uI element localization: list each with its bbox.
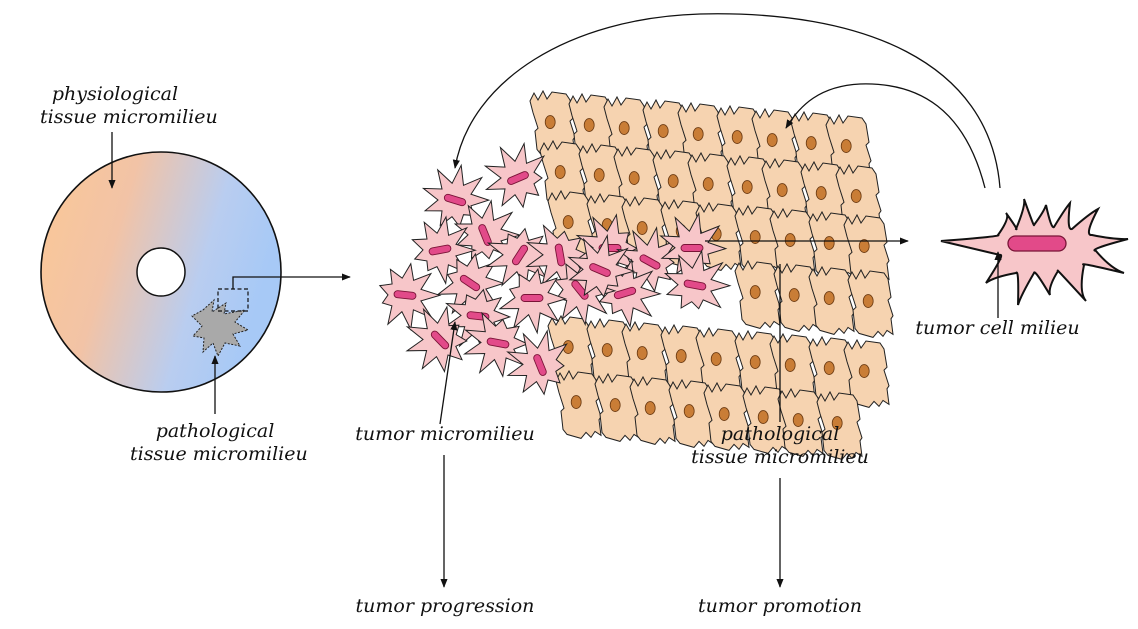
tumor-cell-nucleus <box>680 244 704 252</box>
label-tumor-promotion: tumor promotion <box>680 595 880 618</box>
cell-nucleus <box>749 355 761 369</box>
label-physiological: physiological tissue micromilieu <box>40 83 218 129</box>
label-tumor-micromilieu: tumor micromilieu <box>340 423 550 446</box>
cell-nucleus <box>862 294 874 308</box>
tumor-cell-nucleus <box>507 171 529 185</box>
tumor-cell-nucleus <box>639 254 661 270</box>
label-pathological-center-line1: pathological <box>720 423 840 445</box>
tumor-cell-nucleus <box>1007 235 1067 252</box>
cell-nucleus <box>805 136 817 150</box>
tumor-cell-nucleus <box>443 193 467 207</box>
tumor-cell-nucleus <box>533 354 547 376</box>
label-pathological-left-line2: tissue micromilieu <box>130 443 308 465</box>
cell-nucleus <box>776 183 788 197</box>
label-physiological-line2: tissue micromilieu <box>40 106 218 128</box>
cell-nucleus <box>562 215 574 229</box>
label-pathological-left-line1: pathological <box>155 420 275 442</box>
label-pathological-center: pathological tissue micromilieu <box>690 423 870 469</box>
cell-nucleus <box>741 180 753 194</box>
tumor-cell <box>663 249 732 310</box>
cell-nucleus <box>544 115 556 129</box>
cell-nucleus <box>850 189 862 203</box>
cell-nucleus <box>618 121 630 135</box>
arrow-arc-outer <box>452 13 1001 189</box>
cell-nucleus <box>657 124 669 138</box>
cell-nucleus <box>667 174 679 188</box>
cell-nucleus <box>601 343 613 357</box>
cell-nucleus <box>749 285 761 299</box>
cell-nucleus <box>858 364 870 378</box>
cell-nucleus <box>823 291 835 305</box>
tumor-cell-nucleus <box>459 274 481 292</box>
cell-nucleus <box>792 413 804 427</box>
label-physiological-line1: physiological <box>51 83 179 105</box>
cell-nucleus <box>823 361 835 375</box>
cell-nucleus <box>628 171 640 185</box>
label-tumor-promotion-text: tumor promotion <box>698 595 862 617</box>
tumor-cell-nucleus <box>613 286 637 300</box>
cell-nucleus <box>784 358 796 372</box>
tumor-cell-nucleus <box>683 279 707 291</box>
label-tumor-cell-milieu-text: tumor cell milieu <box>915 317 1080 339</box>
cell-nucleus <box>788 288 800 302</box>
cell-nucleus <box>731 130 743 144</box>
cell-nucleus <box>570 395 582 409</box>
cell-nucleus <box>636 221 648 235</box>
cell-nucleus <box>766 133 778 147</box>
label-tumor-progression: tumor progression <box>335 595 555 618</box>
tumor-cell-cluster <box>378 141 732 396</box>
pathological-lesion <box>191 298 250 358</box>
cell-nucleus <box>583 118 595 132</box>
cell-nucleus <box>609 398 621 412</box>
cell-nucleus <box>554 165 566 179</box>
label-tumor-cell-milieu: tumor cell milieu <box>900 317 1095 340</box>
cell-nucleus <box>636 346 648 360</box>
cell-nucleus <box>675 349 687 363</box>
tumor-cell-nucleus <box>554 243 566 267</box>
cell-nucleus <box>840 139 852 153</box>
tissue-disc <box>40 151 282 393</box>
cell-nucleus <box>683 404 695 418</box>
tumor-cell-nucleus <box>486 337 510 349</box>
cell-nucleus <box>784 233 796 247</box>
cell-nucleus <box>692 127 704 141</box>
label-tumor-progression-text: tumor progression <box>355 595 535 617</box>
cell-nucleus <box>749 230 761 244</box>
label-tumor-micromilieu-text: tumor micromilieu <box>355 423 535 445</box>
tumor-cell <box>567 233 636 298</box>
arrow-zoom <box>232 273 351 289</box>
cell-nucleus <box>710 352 722 366</box>
tumor-cell-nucleus <box>393 290 417 300</box>
label-pathological-center-line2: tissue micromilieu <box>691 446 869 468</box>
tumor-cell-nucleus <box>428 244 452 256</box>
cell-nucleus <box>718 407 730 421</box>
arrow-arc-inner <box>785 83 986 189</box>
tumor-cell-nucleus <box>430 330 450 350</box>
tumor-cell-nucleus <box>589 263 611 277</box>
cell-nucleus <box>702 177 714 191</box>
tumor-cell <box>453 199 522 260</box>
label-pathological-left: pathological tissue micromilieu <box>130 420 308 466</box>
tumor-cell-nucleus <box>511 244 529 266</box>
cell-nucleus <box>757 410 769 424</box>
tumor-cell <box>421 163 491 228</box>
cell-nucleus <box>858 239 870 253</box>
cell-nucleus <box>815 186 827 200</box>
pointer-tumor-micromilieu <box>439 321 458 425</box>
cell-nucleus <box>823 236 835 250</box>
disc-hole <box>136 247 186 297</box>
cell-nucleus <box>644 401 656 415</box>
spiky-tumor-cell-isolated <box>940 198 1129 306</box>
cell-nucleus <box>593 168 605 182</box>
tumor-cell-nucleus <box>478 224 492 246</box>
cell-nucleus <box>831 416 843 430</box>
tumor-cell-nucleus <box>520 294 544 302</box>
